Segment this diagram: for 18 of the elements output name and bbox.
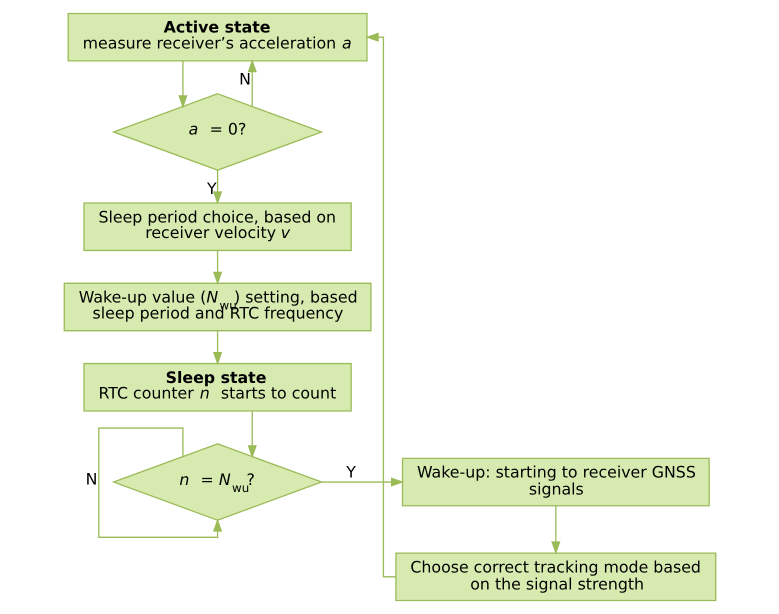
edge-label: Y: [206, 178, 216, 198]
arrow: [550, 506, 560, 555]
arrow: [321, 477, 404, 487]
edge-label: N: [85, 470, 97, 489]
arrow: [212, 331, 222, 366]
node-box: Wake-up: starting to receiver GNSS signals: [401, 458, 710, 506]
node-box: Choose correct tracking mode based on the signal strength: [394, 552, 716, 602]
arrow: [212, 250, 222, 285]
arrow: [178, 61, 188, 108]
arrow: [247, 411, 256, 458]
node-box: Active state measure receiver’s acceleration a: [67, 12, 368, 62]
edge-label: N: [238, 69, 250, 88]
arrow: [98, 427, 222, 538]
arrow: [247, 59, 256, 106]
node-box: Sleep period choice, based on receiver velocity v: [82, 202, 352, 252]
edge-label: Y: [346, 462, 356, 482]
arrow: [212, 170, 222, 205]
node-box: Sleep state RTC counter n starts to count: [82, 362, 352, 412]
